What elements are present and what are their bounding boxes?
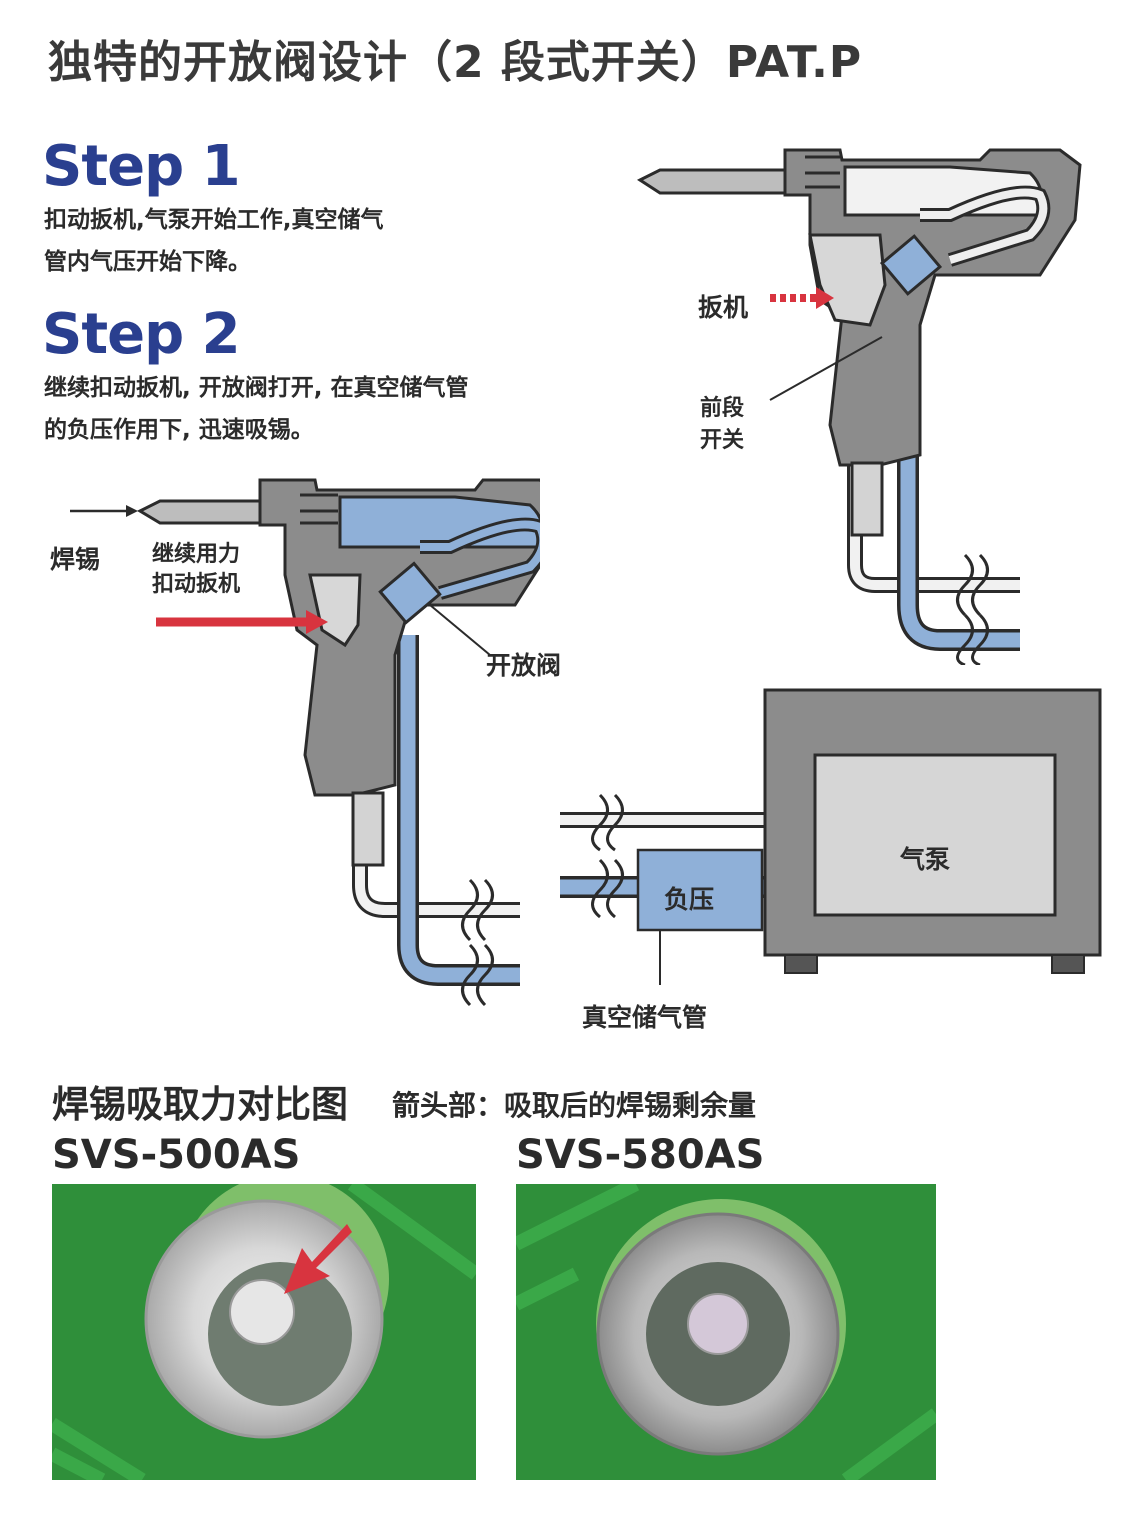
break-mark <box>476 943 494 1007</box>
break-mark <box>461 878 479 942</box>
switch-pointer <box>769 336 883 401</box>
grip-sleeve <box>351 791 385 867</box>
svs580as-photo <box>516 1184 936 1480</box>
nozzle-rings <box>805 155 840 189</box>
gun-body <box>258 478 540 797</box>
nozzle-rings <box>300 493 338 525</box>
trigger <box>808 233 887 327</box>
right-model-label: SVS-580AS <box>516 1132 765 1178</box>
valve-label: 开放阀 <box>486 651 562 680</box>
svs500as-photo <box>52 1184 476 1480</box>
pump-foot <box>784 954 818 974</box>
pull-label-1: 继续用力 <box>152 542 241 567</box>
step2-heading: Step 2 <box>42 302 241 367</box>
blue-hose <box>900 305 1020 648</box>
break-mark <box>971 613 989 665</box>
pull-label-2: 扣动扳机 <box>152 572 241 597</box>
component-lead <box>687 1293 749 1355</box>
pcb-trace <box>52 1184 476 1480</box>
residual-solder <box>229 1279 295 1345</box>
valve <box>879 234 943 296</box>
front-switch-label-2: 开关 <box>700 428 745 453</box>
comparison-title: 焊锡吸取力对比图 <box>52 1083 348 1126</box>
grip-sleeve <box>850 461 884 537</box>
blue-hose <box>400 635 520 983</box>
comparison-subtitle: 箭头部：吸取后的焊锡剩余量 <box>392 1089 757 1122</box>
break-mark <box>956 553 974 617</box>
gun-body <box>783 148 1082 467</box>
step2-line1: 继续扣动扳机, 开放阀打开, 在真空储气管 <box>44 375 469 401</box>
break-mark <box>591 858 609 919</box>
trigger-label: 扳机 <box>698 293 749 322</box>
step2-gun-diagram <box>70 478 540 1007</box>
pull-arrow-head <box>306 610 328 634</box>
solder-arrow-head <box>126 505 138 517</box>
break-mark <box>956 613 974 665</box>
negative-pressure-label: 负压 <box>664 885 715 914</box>
solder-label: 焊锡 <box>50 545 101 574</box>
internal-pipe <box>420 520 540 597</box>
residue-arrow-icon <box>284 1224 352 1294</box>
pump-label: 气泵 <box>900 845 951 874</box>
front-switch-label-1: 前段 <box>700 396 745 421</box>
left-model-label: SVS-500AS <box>52 1132 301 1178</box>
break-mark <box>476 878 494 942</box>
step1-line1: 扣动扳机,气泵开始工作,真空储气 <box>44 207 384 233</box>
break-mark <box>606 793 624 852</box>
negative-pressure-box <box>636 848 764 932</box>
trigger-arrow-head <box>816 287 834 309</box>
gray-hose-inner <box>850 445 1020 590</box>
valve-pointer <box>429 604 491 656</box>
gray-hose-inner <box>355 785 520 915</box>
break-mark <box>591 793 609 852</box>
break-mark <box>461 943 479 1007</box>
page-title: 独特的开放阀设计（2 段式开关）PAT.P <box>48 37 863 88</box>
step1-heading: Step 1 <box>42 134 241 199</box>
pump-system-diagram <box>560 688 1102 985</box>
pump-inner-box <box>813 753 1057 917</box>
internal-pipe <box>920 188 1048 264</box>
step2-line2: 的负压作用下, 迅速吸锡。 <box>44 417 314 443</box>
break-mark <box>606 858 624 919</box>
pcb-trace <box>516 1184 936 1480</box>
vacuum-tube-label: 真空储气管 <box>582 1003 708 1032</box>
break-mark <box>971 553 989 617</box>
pump-foot <box>1051 954 1085 974</box>
step1-gun-diagram <box>636 148 1082 665</box>
nozzle <box>636 168 792 195</box>
open-valve <box>378 561 442 625</box>
step1-line2: 管内气压开始下降。 <box>44 249 251 275</box>
